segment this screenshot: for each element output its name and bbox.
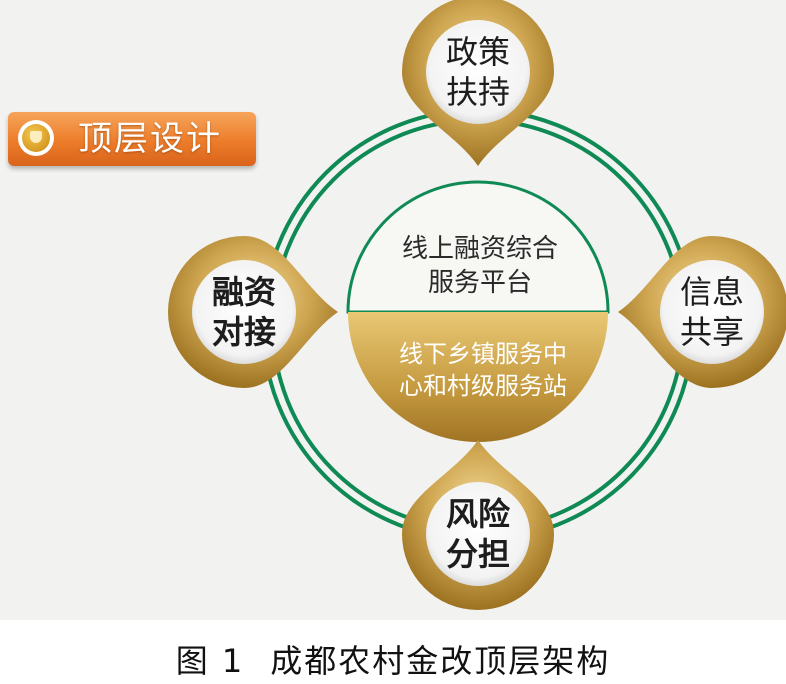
badge-label: 顶层设计 — [78, 119, 222, 159]
node-right — [618, 236, 786, 388]
figure-number: 图 1 — [175, 642, 245, 680]
figure-title: 成都农村金改顶层架构 — [270, 642, 611, 680]
node-left-label: 融资 对接 — [211, 273, 276, 351]
figure-caption: 图 1 成都农村金改顶层架构 — [0, 636, 786, 682]
node-bottom-label: 风险 分担 — [445, 495, 510, 573]
top-level-design-badge: 顶层设计 — [8, 112, 256, 166]
node-left — [168, 236, 338, 388]
coin-emblem-icon — [18, 120, 54, 156]
architecture-diagram — [168, 0, 786, 610]
node-top-label: 政策 扶持 — [445, 33, 510, 111]
node-bottom — [402, 440, 554, 610]
online-platform-label: 线上融资综合 服务平台 — [401, 234, 558, 298]
center-platform — [346, 180, 610, 442]
node-top — [402, 0, 554, 166]
node-right-label: 信息 共享 — [679, 273, 744, 351]
offline-stations-label: 线下乡镇服务中 心和村级服务站 — [399, 340, 567, 400]
